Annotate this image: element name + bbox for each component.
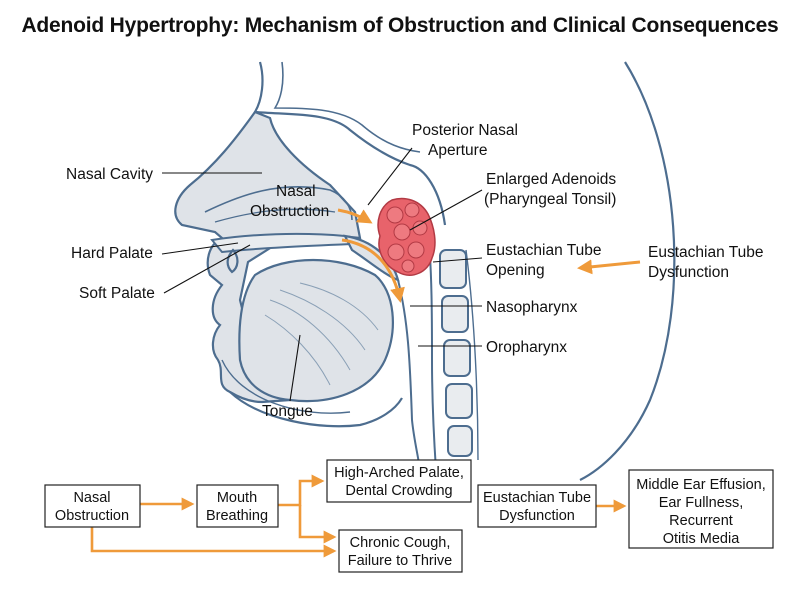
label-et-dysfunction-line2: Dysfunction bbox=[648, 264, 729, 281]
label-adenoids-line1: Enlarged Adenoids bbox=[486, 171, 616, 188]
diagram-title: Adenoid Hypertrophy: Mechanism of Obstru… bbox=[21, 14, 779, 37]
svg-text:Ear Fullness,: Ear Fullness, bbox=[659, 495, 744, 511]
label-nasal-obstruction-line2: Obstruction bbox=[250, 203, 329, 220]
head-anatomy bbox=[174, 61, 676, 481]
flow-arrow-mouth-to-palate bbox=[278, 474, 325, 507]
flow-box-mouth-breathing: Mouth Breathing bbox=[196, 484, 279, 528]
svg-text:Dental Crowding: Dental Crowding bbox=[345, 483, 452, 499]
airflow-arrows bbox=[337, 208, 641, 303]
svg-text:High-Arched Palate,: High-Arched Palate, bbox=[334, 465, 464, 481]
flow-box-nasal-obstruction: Nasal Obstruction bbox=[44, 484, 141, 528]
flow-box-chronic-cough: Chronic Cough, Failure to Thrive bbox=[338, 529, 463, 573]
label-nasal-cavity: Nasal Cavity bbox=[66, 166, 153, 183]
adenoid-mass bbox=[377, 197, 436, 276]
svg-text:Obstruction: Obstruction bbox=[55, 508, 129, 524]
leader-lines bbox=[161, 147, 483, 402]
label-tongue: Tongue bbox=[262, 403, 313, 420]
flow-box-et-dysfunction: Eustachian Tube Dysfunction bbox=[477, 484, 597, 528]
label-hard-palate: Hard Palate bbox=[71, 245, 153, 262]
svg-text:Recurrent: Recurrent bbox=[669, 513, 733, 529]
svg-text:Otitis Media: Otitis Media bbox=[663, 531, 740, 547]
svg-text:Failure to Thrive: Failure to Thrive bbox=[348, 553, 453, 569]
label-et-opening-line2: Opening bbox=[486, 262, 545, 279]
label-et-opening-line1: Eustachian Tube bbox=[486, 242, 601, 259]
svg-text:Breathing: Breathing bbox=[206, 508, 268, 524]
nasal-airflow-arrow bbox=[337, 208, 373, 224]
label-posterior-aperture-line1: Posterior Nasal bbox=[412, 122, 518, 139]
flow-arrow-obstruction-to-cough bbox=[90, 526, 337, 558]
et-dysfunction-arrow bbox=[577, 259, 641, 275]
flow-arrow-mouth-to-cough bbox=[298, 505, 337, 544]
flow-box-middle-ear: Middle Ear Effusion, Ear Fullness, Recur… bbox=[628, 469, 774, 549]
svg-text:Nasal: Nasal bbox=[73, 490, 110, 506]
label-adenoids-line2: (Pharyngeal Tonsil) bbox=[484, 191, 616, 208]
label-soft-palate: Soft Palate bbox=[79, 285, 155, 302]
label-nasal-obstruction-line1: Nasal bbox=[276, 183, 316, 200]
label-nasopharynx: Nasopharynx bbox=[486, 299, 578, 316]
label-oropharynx: Oropharynx bbox=[486, 339, 567, 356]
anatomy-labels: Nasal Cavity Hard Palate Soft Palate Ton… bbox=[66, 122, 763, 420]
svg-text:Middle Ear Effusion,: Middle Ear Effusion, bbox=[636, 477, 766, 493]
svg-text:Mouth: Mouth bbox=[217, 490, 257, 506]
label-et-dysfunction-line1: Eustachian Tube bbox=[648, 244, 763, 261]
flowchart: Nasal Obstruction Mouth Breathing High-A… bbox=[44, 459, 774, 573]
svg-text:Chronic Cough,: Chronic Cough, bbox=[350, 535, 451, 551]
deflected-airflow-arrow bbox=[341, 238, 405, 303]
svg-text:Dysfunction: Dysfunction bbox=[499, 508, 575, 524]
label-posterior-aperture-line2: Aperture bbox=[428, 142, 487, 159]
svg-text:Eustachian Tube: Eustachian Tube bbox=[483, 490, 591, 506]
flow-box-high-arched-palate: High-Arched Palate, Dental Crowding bbox=[326, 459, 472, 503]
